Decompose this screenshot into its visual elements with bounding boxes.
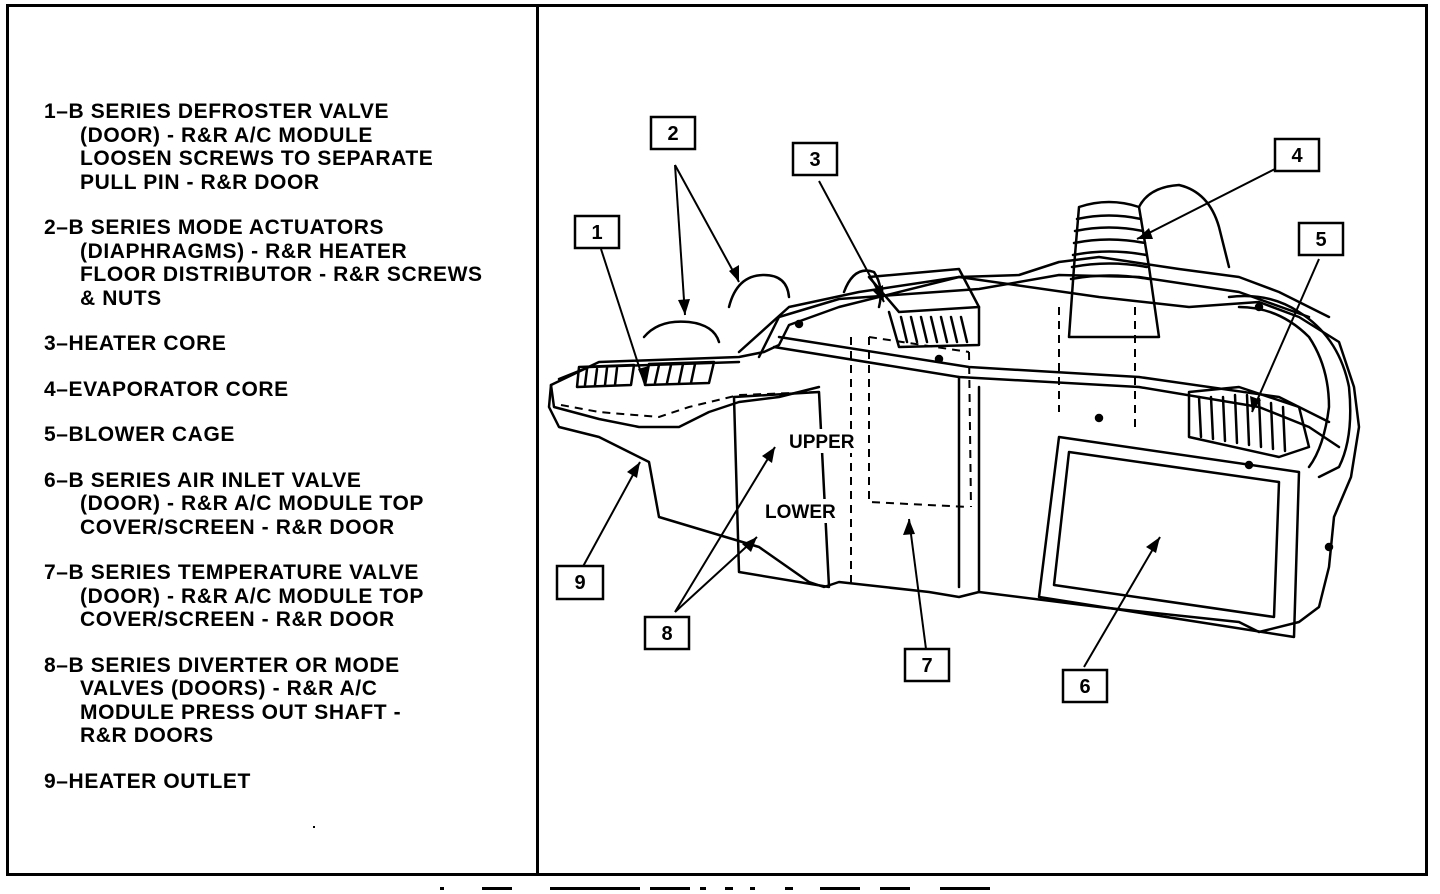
callout-8: 8 [643, 615, 691, 651]
callout-boxes: 1 2 3 4 5 6 7 8 [555, 115, 1345, 704]
legend-line: VALVES (DOORS) - R&R A/C [80, 677, 378, 700]
bottom-scan-artifact [440, 887, 990, 890]
legend-item-4: 4–EVAPORATOR CORE [44, 378, 524, 402]
callout-2: 2 [649, 115, 697, 151]
legend-line: 7–B SERIES TEMPERATURE VALVE [44, 561, 420, 584]
legend-line: 2–B SERIES MODE ACTUATORS [44, 216, 385, 239]
ac-module-diagram: 1 2 3 4 5 6 7 8 [547, 115, 1361, 704]
legend-item-6: 6–B SERIES AIR INLET VALVE (DOOR) - R&R … [44, 469, 524, 540]
legend-item-8: 8–B SERIES DIVERTER OR MODE VALVES (DOOR… [44, 654, 524, 748]
callout-7: 7 [903, 647, 951, 683]
callout-number: 9 [574, 572, 585, 594]
legend-line: 4–EVAPORATOR CORE [44, 377, 289, 401]
legend-item-3: 3–HEATER CORE [44, 332, 524, 356]
legend-line: R&R DOORS [80, 724, 214, 747]
page-frame [6, 4, 1428, 876]
legend-line: 5–BLOWER CAGE [44, 423, 235, 446]
legend-line: COVER/SCREEN - R&R DOOR [80, 515, 395, 539]
module-drawing [547, 183, 1361, 639]
legend-line: MODULE PRESS OUT SHAFT - [80, 700, 402, 724]
legend-line: 6–B SERIES AIR INLET VALVE [44, 468, 362, 492]
legend-line: LOOSEN SCREWS TO SEPARATE [80, 147, 434, 170]
legend-item-5: 5–BLOWER CAGE [44, 423, 524, 447]
legend-item-2: 2–B SERIES MODE ACTUATORS (DIAPHRAGMS) -… [44, 216, 524, 310]
legend-line: & NUTS [80, 286, 162, 310]
leader-lines [579, 164, 1320, 668]
callout-3: 3 [791, 141, 839, 177]
legend-line: 9–HEATER OUTLET [44, 769, 251, 793]
legend-line: PULL PIN - R&R DOOR [80, 170, 320, 194]
legend-item-1: 1–B SERIES DEFROSTER VALVE (DOOR) - R&R … [44, 100, 524, 194]
callout-6: 6 [1061, 668, 1109, 704]
callout-1: 1 [573, 214, 621, 250]
callout-number: 5 [1315, 229, 1326, 251]
hidden-lines [560, 307, 1136, 587]
upper-label: UPPER [789, 432, 855, 453]
legend-line: (DOOR) - R&R A/C MODULE [80, 123, 373, 147]
legend-line: (DIAPHRAGMS) - R&R HEATER [80, 239, 408, 263]
legend-line: 1–B SERIES DEFROSTER VALVE [44, 100, 390, 123]
lower-label: LOWER [765, 502, 836, 523]
callout-number: 3 [809, 149, 820, 171]
legend-item-9: 9–HEATER OUTLET [44, 770, 524, 794]
legend-line: 8–B SERIES DIVERTER OR MODE [44, 653, 400, 677]
lower-label-bg [763, 499, 849, 523]
legend-line: 3–HEATER CORE [44, 332, 227, 355]
upper-label-bg [787, 429, 867, 453]
callout-number: 1 [591, 222, 602, 244]
callout-number: 8 [661, 623, 672, 645]
callout-9: 9 [555, 564, 605, 601]
callout-number: 7 [921, 655, 932, 677]
callout-5: 5 [1297, 221, 1345, 257]
legend-item-7: 7–B SERIES TEMPERATURE VALVE (DOOR) - R&… [44, 561, 524, 632]
legend-line: (DOOR) - R&R A/C MODULE TOP [80, 492, 425, 515]
arrowheads [627, 228, 1261, 553]
callout-4: 4 [1273, 137, 1321, 173]
legend-line: (DOOR) - R&R A/C MODULE TOP [80, 584, 425, 608]
legend: 1–B SERIES DEFROSTER VALVE (DOOR) - R&R … [44, 100, 524, 815]
legend-line: COVER/SCREEN - R&R DOOR [80, 608, 395, 631]
callout-number: 4 [1291, 145, 1303, 167]
callout-number: 2 [667, 123, 678, 145]
callout-number: 6 [1079, 676, 1090, 698]
legend-line: FLOOR DISTRIBUTOR - R&R SCREWS [80, 263, 483, 286]
column-divider [536, 4, 539, 876]
scan-speck [313, 826, 315, 828]
